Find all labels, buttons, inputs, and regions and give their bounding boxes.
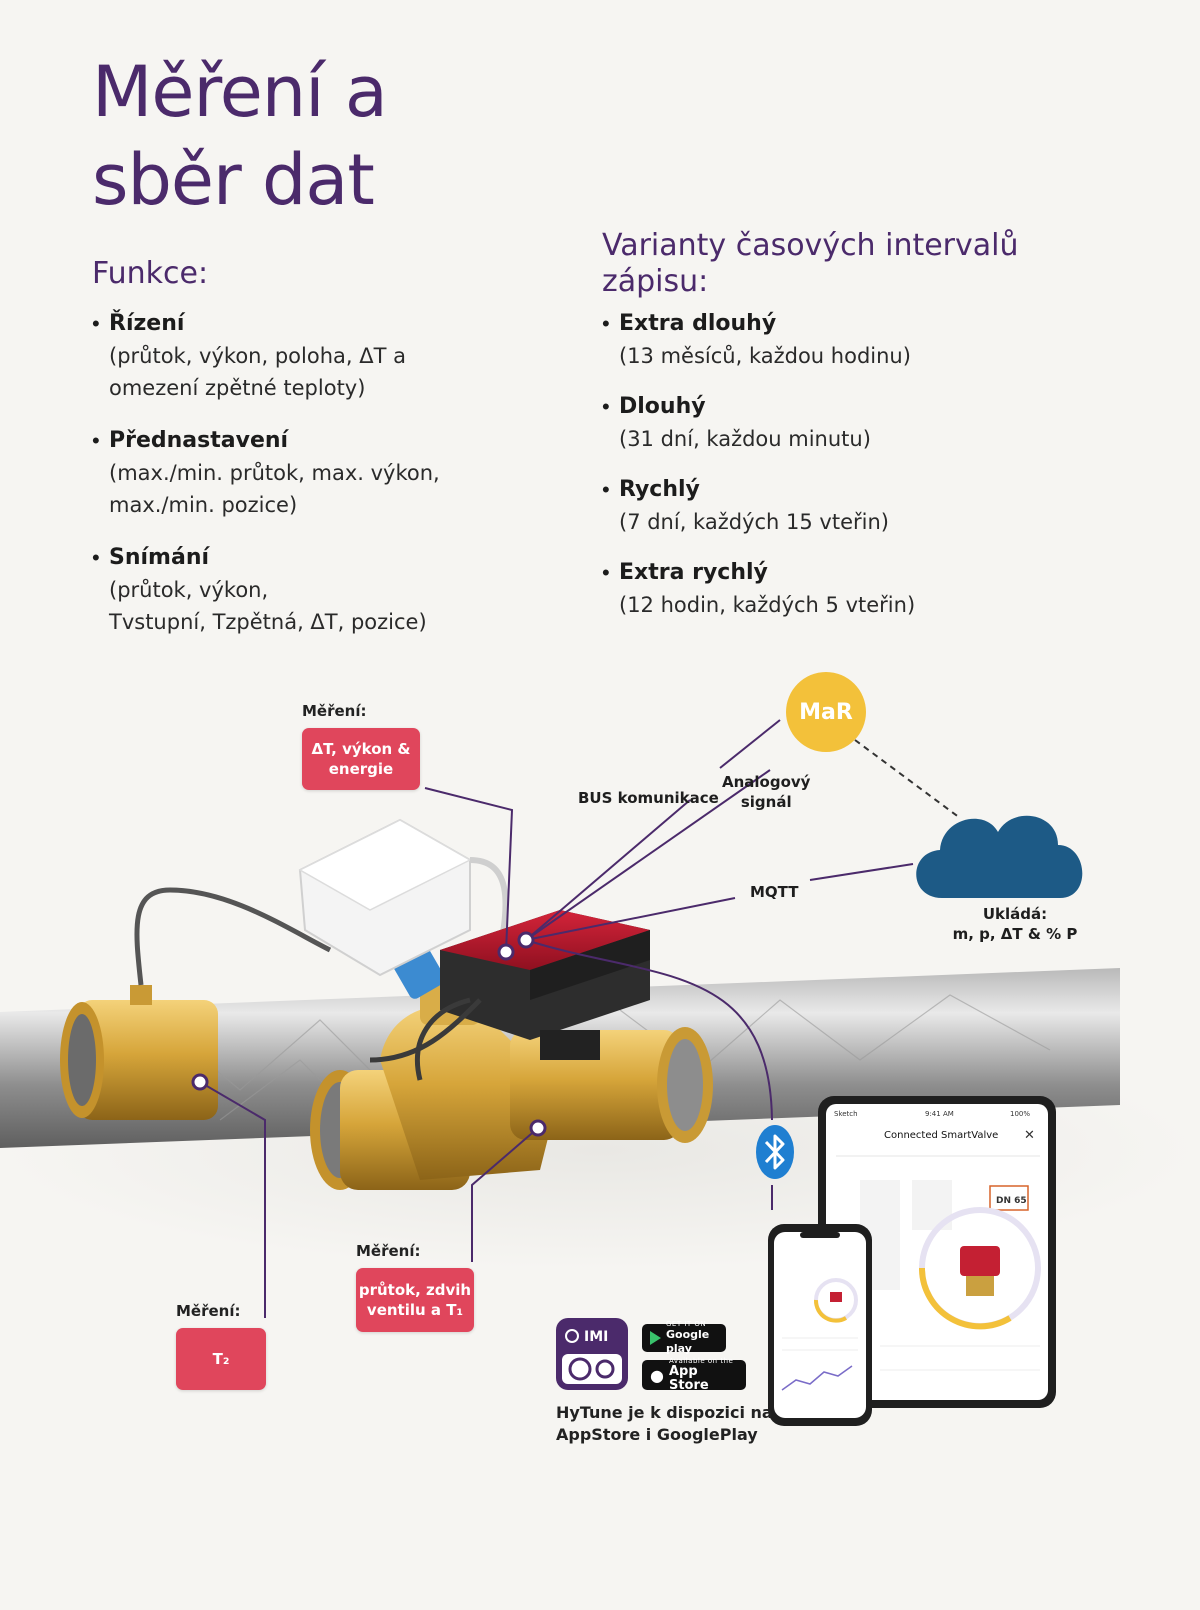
intervals-heading: Varianty časových intervalů zápisu: — [602, 228, 1019, 299]
apple-badge-big: App Store — [668, 1364, 709, 1393]
cloud-dashed-line — [854, 739, 961, 819]
list-item: Dlouhý (31 dní, každou minutu) — [602, 391, 1062, 455]
app-store-badge[interactable]: ● Available on the App Store — [642, 1357, 746, 1393]
callout-label-flow: Měření: — [356, 1242, 421, 1260]
function-name: Přednastavení — [109, 428, 289, 453]
callout-label-t2: Měření: — [176, 1302, 241, 1320]
functions-list: Řízení (průtok, výkon, poloha, ΔT a omez… — [92, 308, 552, 638]
list-item: Řízení (průtok, výkon, poloha, ΔT a omez… — [92, 308, 552, 404]
function-desc: (průtok, výkon, poloha, ΔT a omezení zpě… — [109, 344, 406, 400]
page-title: Měření a sběr dat — [92, 51, 388, 221]
list-item: Extra rychlý (12 hodin, každých 5 vteřin… — [602, 557, 1062, 621]
function-desc: (max./min. průtok, max. výkon, max./min.… — [109, 461, 440, 517]
tablet-status-right: 100% — [1010, 1110, 1030, 1118]
phone-device — [768, 1224, 872, 1426]
interval-name: Rychlý — [619, 477, 700, 502]
interval-name: Extra dlouhý — [619, 311, 777, 336]
interval-desc: (31 dní, každou minutu) — [619, 427, 871, 451]
callout-box-t2: T₂ — [176, 1328, 266, 1390]
app-availability-caption: HyTune je k dispozici na AppStore i Goog… — [556, 1403, 773, 1444]
list-item: Extra dlouhý (13 měsíců, každou hodinu) — [602, 308, 1062, 372]
tablet-device: Sketch 9:41 AM 100% Connected SmartValve… — [818, 1096, 1056, 1408]
apple-icon: ● — [650, 1365, 664, 1385]
mar-badge: MaR — [786, 672, 866, 752]
close-icon: ✕ — [1024, 1128, 1035, 1143]
apple-badge-small: Available on the — [668, 1357, 734, 1365]
function-desc: (průtok, výkon, Tvstupní, Tzpětná, ΔT, p… — [109, 578, 427, 634]
callout-box-flow: průtok, zdvih ventilu a T₁ — [356, 1268, 474, 1332]
list-item: Snímání (průtok, výkon, Tvstupní, Tzpětn… — [92, 542, 552, 638]
connector-dot — [497, 943, 515, 961]
cloud-icon — [916, 815, 1083, 898]
intervals-list: Extra dlouhý (13 měsíců, každou hodinu) … — [602, 308, 1062, 621]
tablet-status-left: Sketch — [834, 1110, 858, 1118]
list-item: Rychlý (7 dní, každých 15 vteřin) — [602, 474, 1062, 538]
function-name: Snímání — [109, 545, 210, 570]
google-badge-big: Google play — [666, 1328, 710, 1355]
bus-label: BUS komunikace — [578, 789, 719, 807]
bluetooth-icon — [756, 1125, 794, 1179]
interval-desc: (7 dní, každých 15 vteřin) — [619, 510, 889, 534]
hytune-app-icon: IMI — [556, 1318, 628, 1390]
analog-label: Analogový signál — [722, 773, 811, 811]
imi-logo-text: IMI — [584, 1329, 608, 1345]
tablet-title: Connected SmartValve — [884, 1130, 998, 1141]
function-name: Řízení — [109, 311, 185, 336]
google-badge-small: GET IT ON — [666, 1320, 707, 1328]
functions-heading: Funkce: — [92, 256, 209, 291]
interval-desc: (12 hodin, každých 5 vteřin) — [619, 593, 916, 617]
callout-box-energy: ΔT, výkon & energie — [302, 728, 420, 790]
google-play-badge[interactable]: GET IT ON Google play — [642, 1320, 726, 1355]
connector-dot — [529, 1119, 547, 1137]
play-triangle-icon — [650, 1331, 661, 1345]
cloud-caption: Ukládá: m, p, ΔT & % P — [952, 905, 1078, 943]
mqtt-label: MQTT — [750, 883, 799, 901]
connector-lines — [199, 719, 914, 1318]
connector-dot — [517, 931, 535, 949]
actuator — [298, 818, 509, 999]
interval-name: Extra rychlý — [619, 560, 768, 585]
interval-desc: (13 měsíců, každou hodinu) — [619, 344, 911, 368]
interval-name: Dlouhý — [619, 394, 706, 419]
left-fitting — [60, 887, 332, 1120]
list-item: Přednastavení (max./min. průtok, max. vý… — [92, 425, 552, 521]
connector-dot — [191, 1073, 209, 1091]
tablet-dn-value: DN 65 — [996, 1196, 1027, 1206]
callout-label-energy: Měření: — [302, 702, 367, 720]
tablet-status-time: 9:41 AM — [925, 1110, 954, 1118]
